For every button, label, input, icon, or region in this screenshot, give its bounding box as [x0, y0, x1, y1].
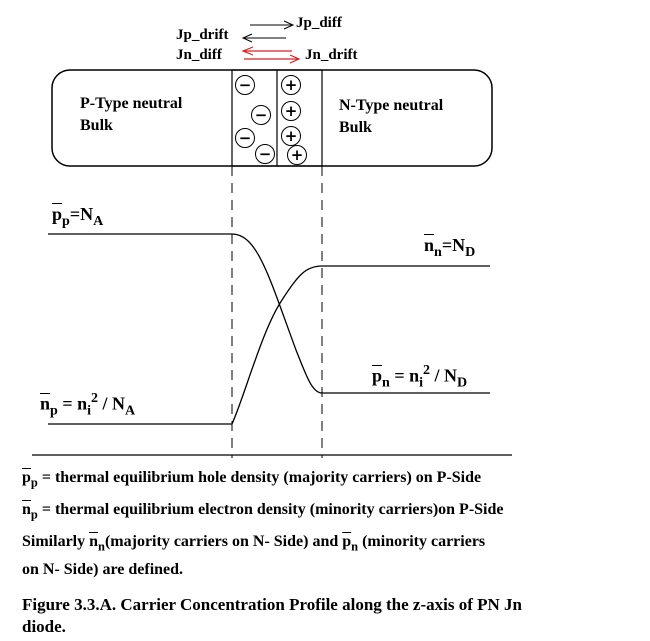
np-sup: 2 [91, 390, 99, 406]
legend-line-1: pp = thermal equilibrium hole density (m… [22, 469, 481, 490]
pn-label: pn = ni2 / ND [372, 362, 467, 392]
pn-tail-sub: D [457, 374, 468, 391]
positive-ion-icon: + [281, 126, 301, 146]
positive-ion-icon: + [281, 101, 301, 121]
p-bulk-line1: P-Type neutral [80, 95, 183, 112]
legend-2-sub: p [30, 507, 38, 522]
jp-diff-label: Jp_diff [296, 15, 342, 31]
nn-label: nn=ND [424, 235, 475, 261]
n-bulk-line1: N-Type neutral [339, 97, 444, 114]
np-tail: / N [98, 393, 126, 414]
legend-3-var2: p [342, 533, 352, 550]
jn-drift-arrow [244, 54, 301, 64]
legend-2-var: n [22, 501, 31, 518]
np-eq: = n [57, 393, 88, 414]
np-label: np = ni2 / NA [40, 390, 135, 420]
legend-3-var1: n [89, 533, 99, 550]
jp-diff-arrow [250, 20, 295, 30]
pp-sub: p [62, 212, 70, 229]
pp-label: pp=NA [52, 204, 103, 230]
jn-drift-label: Jn_drift [305, 47, 358, 63]
jn-diff-label: Jn_diff [176, 47, 222, 63]
pn-tail: / N [430, 365, 458, 386]
legend-line-4: on N- Side) are defined. [22, 561, 184, 578]
legend-1-sub: p [30, 475, 38, 490]
pp-eq: =N [69, 204, 94, 224]
p-bulk-label: P-Type neutral Bulk [80, 93, 182, 137]
jn-diff-arrow [241, 46, 292, 56]
hole-concentration-curve [48, 233, 490, 394]
negative-ion-icon: − [251, 105, 271, 125]
pn-sup: 2 [423, 362, 431, 378]
nn-eq-sub: D [465, 243, 476, 260]
pp-var: p [52, 204, 63, 224]
legend-1-var: p [22, 469, 31, 486]
negative-ion-icon: − [255, 144, 275, 164]
pn-sub: n [382, 374, 390, 391]
legend-line-3: Similarly nn(majority carriers on N- Sid… [22, 533, 485, 554]
legend-2-text: = thermal equilibrium electron density (… [41, 501, 504, 518]
nn-var: n [424, 235, 435, 255]
legend-3-b: (majority carriers on N- Side) and [104, 533, 343, 550]
pn-eq-sub: i [419, 374, 424, 391]
positive-ion-icon: + [287, 145, 307, 165]
jp-drift-label: Jp_drift [176, 27, 229, 43]
legend-3-sub1: n [98, 539, 105, 554]
np-sub: p [50, 402, 58, 419]
n-bulk-line2: Bulk [339, 119, 372, 136]
pn-eq: = n [389, 365, 420, 386]
np-eq-sub: i [87, 402, 92, 419]
negative-ion-icon: − [235, 128, 255, 148]
np-var: n [40, 393, 51, 414]
figure-caption: Figure 3.3.A. Carrier Concentration Prof… [22, 594, 642, 638]
jp-drift-arrow [241, 33, 286, 43]
np-tail-sub: A [125, 402, 136, 419]
legend-3-a: Similarly [22, 533, 90, 550]
pp-eq-sub: A [93, 212, 104, 229]
electron-concentration-curve [48, 265, 490, 425]
nn-eq: =N [441, 235, 466, 255]
positive-ion-icon: + [281, 75, 301, 95]
legend-1-text: = thermal equilibrium hole density (majo… [41, 469, 482, 486]
n-bulk-label: N-Type neutral Bulk [339, 95, 443, 139]
legend-3-c: (minority carriers [358, 533, 486, 550]
pn-var: p [372, 365, 383, 386]
legend-3-sub2: n [351, 539, 359, 554]
p-bulk-line2: Bulk [80, 117, 113, 134]
caption-line-1: Figure 3.3.A. Carrier Concentration Prof… [22, 595, 523, 614]
caption-line-2: diode. [22, 617, 66, 636]
legend-line-2: np = thermal equilibrium electron densit… [22, 501, 503, 522]
nn-sub: n [434, 243, 442, 260]
negative-ion-icon: − [235, 75, 255, 95]
